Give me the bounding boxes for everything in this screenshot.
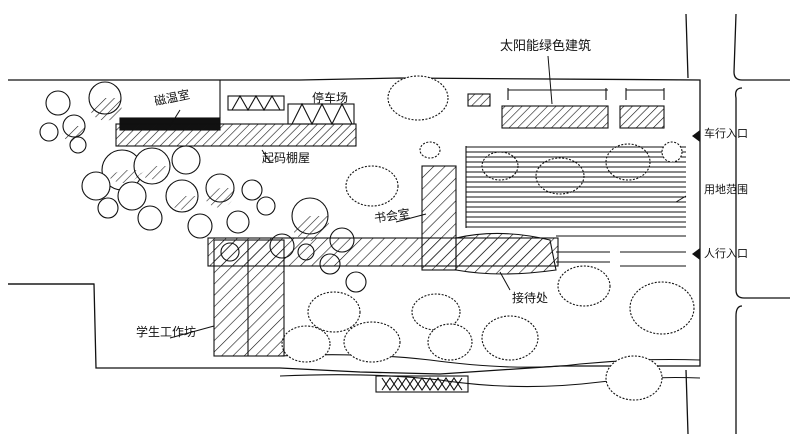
label-ped-entrance: 人行入口: [704, 247, 748, 260]
label-workshop: 学生工作坊: [136, 325, 197, 339]
bike-rack: [375, 375, 469, 393]
solar-building-block: [467, 88, 665, 129]
road-lines: [8, 13, 790, 435]
arrow-icon: [692, 130, 700, 260]
label-bike-shed: 停车场: [312, 91, 349, 105]
label-site-boundary: 用地范围: [704, 183, 748, 196]
label-solar-shed: 起码棚屋: [262, 151, 311, 165]
leader-lines: [169, 55, 687, 339]
label-solar-building: 太阳能绿色建筑: [500, 39, 592, 54]
solar-field: [465, 141, 686, 267]
central-building: [207, 165, 559, 357]
label-reception: 接待处: [512, 291, 549, 305]
greenhouse-block: [115, 80, 357, 147]
label-car-entrance: 车行入口: [704, 127, 748, 140]
